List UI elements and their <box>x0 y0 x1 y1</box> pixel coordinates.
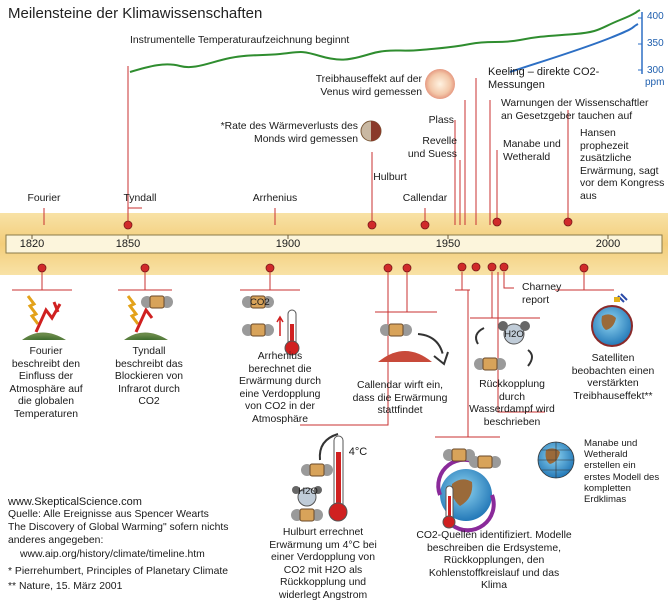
credit-note-1: * Pierrehumbert, Principles of Planetary… <box>8 566 229 577</box>
marker-charney <box>499 262 509 272</box>
co2-label-arrhenius: CO2 <box>250 297 270 308</box>
h2o-label-feedback: H2O <box>504 329 524 340</box>
credit-source-1: Quelle: Alle Ereignisse aus Spencer Wear… <box>8 509 209 520</box>
desc-callendar: Callendar wirft ein, dass die Erwärmung … <box>352 380 448 417</box>
label-venus: Treibhauseffekt auf der Venus wird gemes… <box>315 74 422 98</box>
marker-manabe <box>492 217 502 227</box>
arrhenius-icon <box>242 295 300 356</box>
co2-axis-label-400: 400 <box>647 11 664 22</box>
marker-hansen <box>563 217 573 227</box>
credit-source-url: www.aip.org/history/climate/timeline.htm <box>20 549 205 560</box>
label-revelle: Revelle und Suess <box>407 136 457 160</box>
marker-tyndall <box>123 220 133 230</box>
note-temperature: Instrumentelle Temperaturaufzeichnung be… <box>130 35 350 46</box>
climate-model-globe-icon <box>537 441 575 479</box>
credit-note-2: ** Nature, 15. März 2001 <box>8 581 123 592</box>
timeline-bar <box>5 234 663 254</box>
desc-charney: Charney report <box>522 282 562 306</box>
desc-tyndall: Tyndall beschreibt das Blockieren von In… <box>114 346 184 408</box>
venus-icon <box>425 69 455 99</box>
connector-charney-low <box>503 272 514 289</box>
desc-co2sources: CO2-Quellen identifiziert. Modelle besch… <box>416 530 572 592</box>
year-1900: 1900 <box>275 238 301 250</box>
desc-fourier: Fourier beschreibt den Einfluss der Atmo… <box>9 346 83 420</box>
co2-sources-icon <box>436 448 501 533</box>
moon-shadow <box>371 121 381 141</box>
satellite-earth-icon <box>591 293 633 347</box>
label-warnings: Warnungen der Wissenschaftler an Gesetzg… <box>501 98 649 122</box>
connector-manabe-low <box>497 272 545 413</box>
h2o-label-hulburt: H2O <box>298 486 318 497</box>
label-callendar: Callendar <box>402 193 448 204</box>
diagram-title: Meilensteine der Klimawissenschaften <box>8 5 263 22</box>
marker-moon <box>367 220 377 230</box>
connector-hulburt-low <box>360 272 389 426</box>
desc-arrhenius: Arrhenius berechnet die Erwärmung durch … <box>238 351 321 425</box>
marker-callendar <box>420 220 430 230</box>
label-moon: *Rate des Wärmeverlusts des Monds wird g… <box>220 121 358 145</box>
credit-source-3: anderes angegeben: <box>8 535 104 546</box>
label-arrhenius: Arrhenius <box>252 193 298 204</box>
temperature-curve <box>129 9 641 73</box>
co2-axis-label-350: 350 <box>647 38 664 49</box>
marker-plass-low <box>457 262 467 272</box>
desc-feedback: Rückkopplung durch Wasserdampf wird besc… <box>469 379 555 428</box>
label-fourier: Fourier <box>27 193 61 204</box>
marker-arrhenius <box>265 263 275 273</box>
four-c-label: 4°C <box>348 446 368 458</box>
hulburt-icon <box>291 433 348 522</box>
marker-fourier <box>37 263 47 273</box>
label-hulburt: Hulburt <box>373 172 407 183</box>
marker-keeling-low <box>471 262 481 272</box>
marker-satellites <box>579 263 589 273</box>
year-1820: 1820 <box>19 238 45 250</box>
marker-callendar-low <box>402 263 412 273</box>
label-hansen: Hansen prophezeit zusätzliche Erwärmung,… <box>580 128 665 202</box>
marker-tyndall-low <box>140 263 150 273</box>
label-tyndall: Tyndall <box>123 193 157 204</box>
year-1850: 1850 <box>115 238 141 250</box>
label-keeling: Keeling – direkte CO2-Messungen <box>488 66 600 91</box>
desc-manabe-model: Manabe und Wetherald erstellen ein erste… <box>584 438 660 506</box>
tyndall-icon <box>124 295 173 340</box>
desc-hulburt: Hulburt errechnet Erwärmung um 4°C bei e… <box>269 527 377 601</box>
co2-curve <box>509 23 639 73</box>
co2-axis-unit: ppm <box>645 77 665 88</box>
year-1950: 1950 <box>435 238 461 250</box>
desc-satellites: Satelliten beobachten einen verstärkten … <box>571 353 655 402</box>
credit-site: www.SkepticalScience.com <box>8 496 142 508</box>
callendar-icon <box>378 323 449 366</box>
year-2000: 2000 <box>595 238 621 250</box>
label-plass: Plass <box>428 115 454 126</box>
marker-feedback <box>487 262 497 272</box>
credit-source-2: The Discovery of Global Warming" sofern … <box>8 522 229 533</box>
fourier-icon <box>22 295 66 340</box>
co2-axis-label-300: 300 <box>647 65 664 76</box>
marker-hulburt <box>383 263 393 273</box>
label-manabe: Manabe und Wetherald <box>503 139 561 163</box>
feedback-icon <box>474 321 533 371</box>
